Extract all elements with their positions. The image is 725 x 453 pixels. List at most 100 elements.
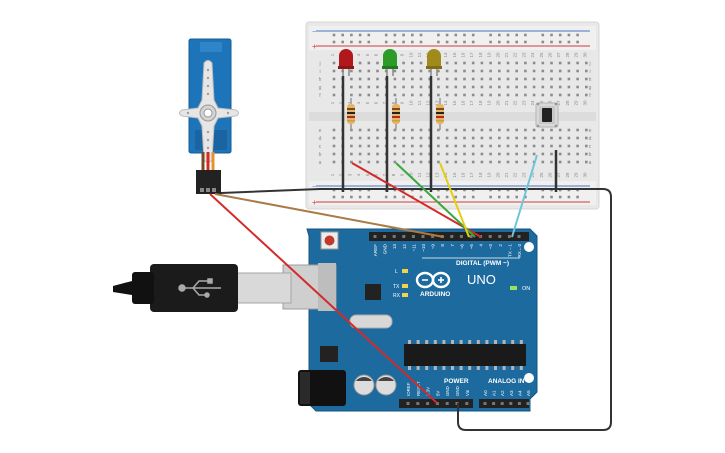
header-pin[interactable] xyxy=(459,235,463,238)
breadboard-hole[interactable] xyxy=(358,40,362,44)
breadboard-hole[interactable] xyxy=(402,33,405,37)
breadboard-hole[interactable] xyxy=(506,160,510,164)
breadboard-hole[interactable] xyxy=(541,77,545,81)
breadboard-hole[interactable] xyxy=(384,195,388,199)
breadboard-hole[interactable] xyxy=(350,152,353,156)
breadboard-hole[interactable] xyxy=(393,93,397,97)
breadboard-hole[interactable] xyxy=(419,160,423,164)
breadboard-hole[interactable] xyxy=(332,152,336,156)
breadboard-hole[interactable] xyxy=(541,61,545,65)
breadboard-hole[interactable] xyxy=(489,85,492,89)
breadboard-hole[interactable] xyxy=(367,77,371,81)
breadboard-hole[interactable] xyxy=(384,33,388,37)
breadboard-hole[interactable] xyxy=(367,93,371,97)
breadboard-hole[interactable] xyxy=(506,61,510,65)
breadboard-hole[interactable] xyxy=(498,195,501,199)
breadboard-hole[interactable] xyxy=(463,160,466,164)
breadboard-hole[interactable] xyxy=(376,61,379,65)
breadboard-hole[interactable] xyxy=(428,69,431,73)
breadboard-hole[interactable] xyxy=(558,77,562,81)
breadboard-hole[interactable] xyxy=(471,152,475,156)
breadboard-hole[interactable] xyxy=(550,160,553,164)
breadboard-hole[interactable] xyxy=(550,77,553,81)
breadboard-hole[interactable] xyxy=(515,85,518,89)
breadboard-hole[interactable] xyxy=(585,93,588,97)
header-pin[interactable] xyxy=(383,235,387,238)
breadboard-hole[interactable] xyxy=(558,195,562,199)
breadboard-hole[interactable] xyxy=(393,136,397,140)
breadboard-hole[interactable] xyxy=(445,152,449,156)
breadboard-hole[interactable] xyxy=(524,160,527,164)
header-pin[interactable] xyxy=(488,235,492,238)
breadboard-hole[interactable] xyxy=(524,69,527,73)
breadboard-hole[interactable] xyxy=(576,195,579,199)
breadboard-hole[interactable] xyxy=(358,69,362,73)
breadboard-hole[interactable] xyxy=(393,144,397,148)
breadboard-hole[interactable] xyxy=(454,33,458,37)
breadboard-hole[interactable] xyxy=(437,128,440,132)
breadboard-hole[interactable] xyxy=(332,69,336,73)
breadboard-hole[interactable] xyxy=(498,93,501,97)
header-pin[interactable] xyxy=(469,235,473,238)
breadboard-hole[interactable] xyxy=(402,85,405,89)
led-yellow[interactable] xyxy=(426,49,442,76)
breadboard-hole[interactable] xyxy=(567,144,571,148)
breadboard-hole[interactable] xyxy=(471,136,475,140)
breadboard-hole[interactable] xyxy=(550,93,553,97)
pushbutton[interactable] xyxy=(535,102,559,128)
breadboard-hole[interactable] xyxy=(576,93,579,97)
breadboard-hole[interactable] xyxy=(576,136,579,140)
breadboard-hole[interactable] xyxy=(532,93,536,97)
breadboard-hole[interactable] xyxy=(506,77,510,81)
digital-header[interactable] xyxy=(369,232,529,241)
breadboard-hole[interactable] xyxy=(445,61,449,65)
header-pin[interactable] xyxy=(431,235,435,238)
breadboard-hole[interactable] xyxy=(419,85,423,89)
breadboard-hole[interactable] xyxy=(445,40,449,44)
breadboard-hole[interactable] xyxy=(541,69,545,73)
breadboard-hole[interactable] xyxy=(411,33,414,37)
breadboard-hole[interactable] xyxy=(471,77,475,81)
breadboard-hole[interactable] xyxy=(411,69,414,73)
breadboard-hole[interactable] xyxy=(419,33,423,37)
breadboard-hole[interactable] xyxy=(393,195,397,199)
breadboard-hole[interactable] xyxy=(350,160,353,164)
breadboard-hole[interactable] xyxy=(463,195,466,199)
breadboard-hole[interactable] xyxy=(358,33,362,37)
breadboard-hole[interactable] xyxy=(480,160,484,164)
breadboard-hole[interactable] xyxy=(454,40,458,44)
breadboard-hole[interactable] xyxy=(393,128,397,132)
breadboard-hole[interactable] xyxy=(541,40,545,44)
breadboard-hole[interactable] xyxy=(585,85,588,89)
breadboard-hole[interactable] xyxy=(480,136,484,140)
breadboard-hole[interactable] xyxy=(515,128,518,132)
breadboard-hole[interactable] xyxy=(332,77,336,81)
breadboard-hole[interactable] xyxy=(585,144,588,148)
breadboard-hole[interactable] xyxy=(376,77,379,81)
breadboard-hole[interactable] xyxy=(367,69,371,73)
breadboard[interactable]: 1112223334445556667778889991010101111111… xyxy=(305,21,600,210)
breadboard-hole[interactable] xyxy=(350,77,353,81)
header-pin[interactable] xyxy=(411,235,415,238)
breadboard-hole[interactable] xyxy=(402,61,405,65)
header-pin[interactable] xyxy=(373,235,377,238)
breadboard-hole[interactable] xyxy=(480,85,484,89)
breadboard-hole[interactable] xyxy=(506,33,510,37)
breadboard-hole[interactable] xyxy=(445,128,449,132)
breadboard-hole[interactable] xyxy=(489,144,492,148)
header-pin[interactable] xyxy=(416,402,420,405)
breadboard-hole[interactable] xyxy=(367,144,371,148)
breadboard-hole[interactable] xyxy=(489,160,492,164)
breadboard-hole[interactable] xyxy=(506,85,510,89)
breadboard-hole[interactable] xyxy=(576,40,579,44)
breadboard-hole[interactable] xyxy=(384,69,388,73)
breadboard-hole[interactable] xyxy=(524,152,527,156)
breadboard-hole[interactable] xyxy=(358,128,362,132)
breadboard-hole[interactable] xyxy=(515,93,518,97)
breadboard-hole[interactable] xyxy=(498,61,501,65)
breadboard-hole[interactable] xyxy=(454,136,458,140)
breadboard-hole[interactable] xyxy=(332,128,336,132)
breadboard-hole[interactable] xyxy=(367,40,371,44)
led-green[interactable] xyxy=(382,49,398,76)
breadboard-hole[interactable] xyxy=(567,93,571,97)
